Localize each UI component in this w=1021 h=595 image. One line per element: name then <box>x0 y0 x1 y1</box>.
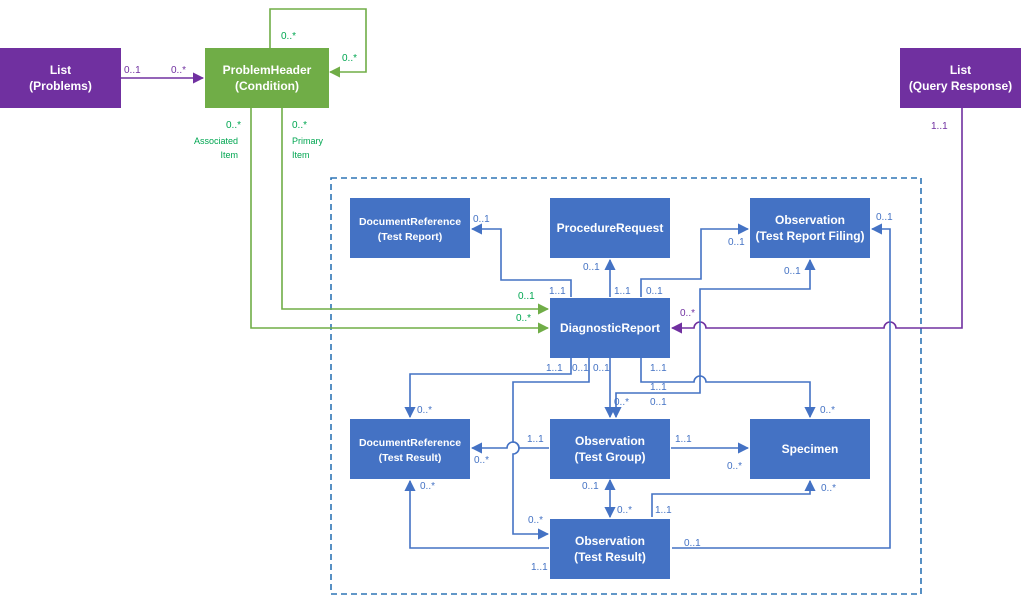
label-grp-bottom: 0..1 <box>582 481 599 492</box>
label-primary-text1: Primary <box>292 136 323 146</box>
label-dr-to-proc: 1..1 <box>614 286 631 297</box>
label-grp-right: 1..1 <box>675 434 692 445</box>
node-obs-result-line1: Observation <box>575 534 645 548</box>
label-res-right: 0..1 <box>684 538 701 549</box>
label-spec-top: 0..* <box>820 405 835 416</box>
node-obs-filing-line1: Observation <box>775 213 845 227</box>
label-dr-bl2: 0..1 <box>572 363 589 374</box>
node-docref-result-line2: (Test Result) <box>379 452 442 464</box>
edge-dr-to-docref-result <box>404 358 572 419</box>
node-docref-report-line2: (Test Report) <box>378 231 443 243</box>
label-docres-top: 0..* <box>417 405 432 416</box>
label-proc-mult: 0..1 <box>583 262 600 273</box>
label-res-top: 0..* <box>617 505 632 516</box>
node-specimen-line1: Specimen <box>782 442 839 456</box>
node-observation-filing[interactable]: Observation (Test Report Filing) <box>750 198 870 258</box>
edge-associated-item <box>250 108 550 334</box>
label-ph-self-top: 0..* <box>281 31 296 42</box>
label-grp-top-b: 0..1 <box>650 397 667 408</box>
edge-problemheader-self <box>269 8 367 78</box>
node-observation-test-result[interactable]: Observation (Test Result) <box>550 519 670 579</box>
node-list-problems-line1: List <box>50 63 71 77</box>
label-dr-query-in: 0..* <box>680 308 695 319</box>
node-obs-group-line2: (Test Group) <box>574 450 645 464</box>
label-filing-in: 0..1 <box>728 237 745 248</box>
label-dr-bl4: 1..1 <box>650 363 667 374</box>
node-list-problems-line2: (Problems) <box>29 79 92 93</box>
edge-dr-to-specimen <box>640 358 816 419</box>
lab-report-boundary <box>330 177 922 595</box>
label-dr-assoc-in: 0..* <box>516 313 531 324</box>
node-obs-filing-line2: (Test Report Filing) <box>755 229 864 243</box>
node-problem-header-line2: (Condition) <box>235 79 299 93</box>
edge-filing-to-group <box>610 258 816 419</box>
label-filing-right: 0..1 <box>876 212 893 223</box>
label-spec-bottom: 0..* <box>821 483 836 494</box>
node-list-query-line1: List <box>950 63 971 77</box>
node-list-query-response[interactable]: List (Query Response) <box>900 48 1021 108</box>
node-observation-test-group[interactable]: Observation (Test Group) <box>550 419 670 479</box>
node-list-query-line2: (Query Response) <box>909 79 1012 93</box>
label-docrep-mult: 0..1 <box>473 214 490 225</box>
edge-group-to-docref-result <box>470 441 549 454</box>
label-filing-below: 0..1 <box>784 266 801 277</box>
label-assoc-mult: 0..* <box>226 120 241 131</box>
label-assoc-text2: Item <box>220 150 238 160</box>
label-dr-bl1: 1..1 <box>546 363 563 374</box>
edge-filing-to-result <box>672 223 891 549</box>
node-procedure-request[interactable]: ProcedureRequest <box>550 198 670 258</box>
node-list-problems[interactable]: List (Problems) <box>0 48 121 108</box>
node-specimen[interactable]: Specimen <box>750 419 870 479</box>
edge-dr-to-docref-report <box>470 223 572 297</box>
node-docref-result-line1: DocumentReference <box>359 437 461 449</box>
label-res-top-right: 1..1 <box>655 505 672 516</box>
node-docref-report-line1: DocumentReference <box>359 216 461 228</box>
node-diagnostic-report[interactable]: DiagnosticReport <box>550 298 670 358</box>
label-dr-to-docrep: 1..1 <box>549 286 566 297</box>
label-spec-left: 0..* <box>727 461 742 472</box>
node-diagnostic-report-line1: DiagnosticReport <box>560 321 660 335</box>
node-docref-test-report[interactable]: DocumentReference (Test Report) <box>350 198 470 258</box>
label-res-left-in: 0..* <box>528 515 543 526</box>
label-assoc-text1: Associated <box>194 136 238 146</box>
label-grp-top-a: 0..* <box>614 397 629 408</box>
label-ph-self-right: 0..* <box>342 53 357 64</box>
label-docres-right: 0..* <box>474 455 489 466</box>
node-obs-result-line2: (Test Result) <box>574 550 646 564</box>
label-primary-text2: Item <box>292 150 310 160</box>
edge-primary-item <box>281 108 550 315</box>
node-procedure-request-line1: ProcedureRequest <box>557 221 664 235</box>
label-list-problems-dst: 0..* <box>171 65 186 76</box>
label-dr-bl3: 0..1 <box>593 363 610 374</box>
edge-result-to-specimen <box>651 479 816 517</box>
edge-result-to-docref-result <box>404 479 549 549</box>
label-res-bottom-left: 1..1 <box>531 562 548 573</box>
label-docres-bottom: 0..* <box>420 481 435 492</box>
label-grp-left: 1..1 <box>527 434 544 445</box>
label-dr-to-filing: 0..1 <box>646 286 663 297</box>
label-query-mult: 1..1 <box>931 121 948 132</box>
label-primary-mult: 0..* <box>292 120 307 131</box>
node-problem-header-line1: ProblemHeader <box>223 63 312 77</box>
node-docref-test-result[interactable]: DocumentReference (Test Result) <box>350 419 470 479</box>
label-dr-primary-in: 0..1 <box>518 291 535 302</box>
label-list-problems-src: 0..1 <box>124 65 141 76</box>
node-obs-group-line1: Observation <box>575 434 645 448</box>
node-problem-header[interactable]: ProblemHeader (Condition) <box>205 48 329 108</box>
label-dr-br: 1..1 <box>650 382 667 393</box>
